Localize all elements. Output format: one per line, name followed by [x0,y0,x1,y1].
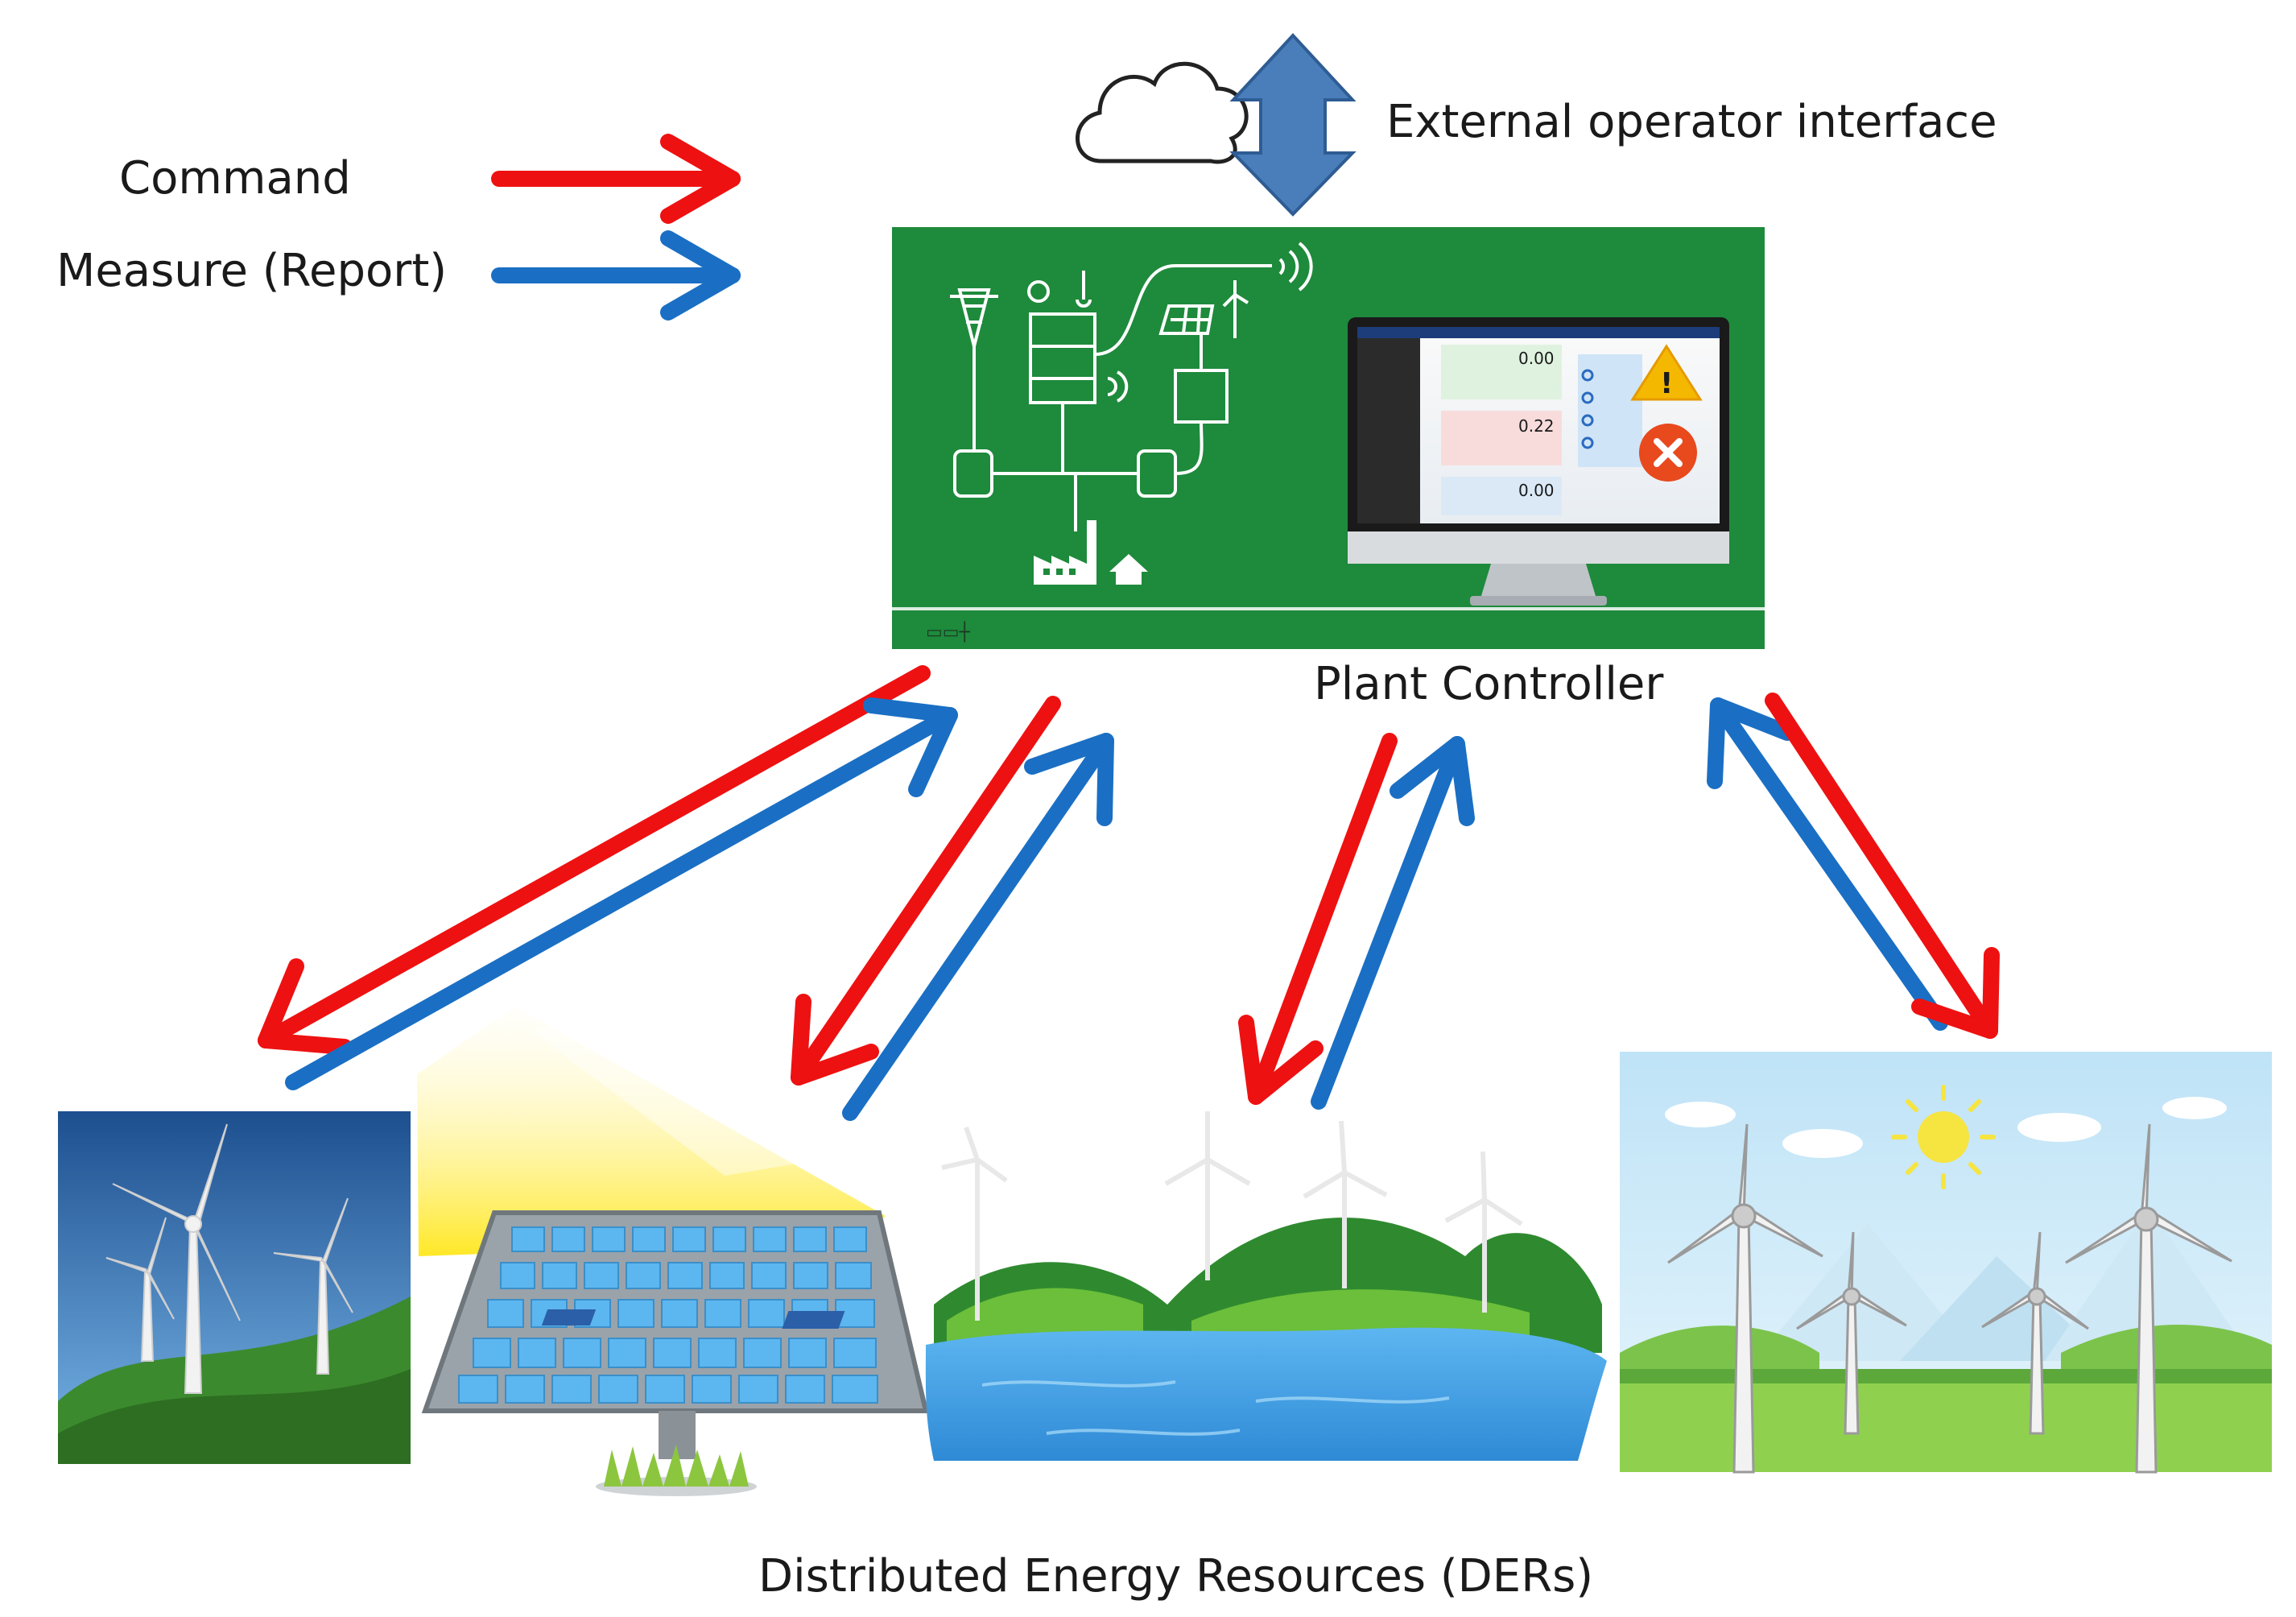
screen-value-1: 0.00 [1518,349,1555,368]
screen-value-3: 0.00 [1518,481,1555,500]
warning-icon [1630,344,1703,401]
grass-icon [604,1445,749,1487]
legend-measure-arrow [491,230,741,321]
der-wind-farm-image [1620,1052,2272,1474]
wind-turbine-icon [1444,1151,1523,1313]
measure-arrow-from-wind-farm [1707,697,1948,1031]
wind-turbine-icon [112,1123,241,1394]
legend-measure-label: Measure (Report) [56,245,447,297]
sun-icon [1918,1111,1969,1163]
measure-arrow-from-solar [842,733,1114,1121]
command-arrow-to-hill-wind [258,665,931,1055]
ders-label: Distributed Energy Resources (DERs) [758,1550,1593,1603]
factory-icon [1034,520,1096,585]
screen-value-2: 0.22 [1518,416,1555,436]
panel-logo: ▭▭┼ [926,621,971,643]
legend: Command Measure (Report) [56,134,741,321]
external-interface: External operator interface [1076,33,1997,217]
grid-schematic [950,242,1313,531]
flow-arrows [258,665,2000,1121]
water-icon [925,1327,1607,1461]
signal-icon [1107,370,1129,403]
wind-turbine-icon [1981,1231,2089,1435]
wifi-icon [1278,242,1313,292]
monitor-icon: 0.00 0.22 0.00 ! [1348,317,1729,606]
der-island-landscape-image [541,1111,1607,1461]
small-solar-wind-icon [1158,280,1249,338]
solar-cells [458,1226,878,1404]
der-solar-panel-image [417,1007,929,1496]
measure-arrow-from-hill-wind [285,697,958,1090]
plant-controller-label: Plant Controller [1314,658,1664,710]
external-interface-label: External operator interface [1386,96,1997,148]
sensor-icon [1027,280,1050,303]
svg-text:!: ! [1660,367,1673,400]
command-arrow-to-island [1238,733,1398,1105]
wind-turbine-icon [273,1197,353,1375]
wind-turbine-icon [941,1127,1008,1321]
wind-turbine-icon [1303,1120,1388,1288]
clouds-icon [1665,1097,2227,1158]
command-arrow-to-wind-farm [1765,693,2000,1039]
wind-turbine-icon [105,1217,175,1362]
house-icon [1109,554,1148,585]
thermometer-icon [1076,271,1092,308]
command-arrow-to-solar [791,696,1061,1086]
wind-turbine-icon [2065,1123,2232,1474]
plant-controller-panel: ▭▭┼ [892,227,1765,649]
wind-turbine-icon [1667,1123,1823,1474]
bidirectional-arrow-icon [1229,33,1357,217]
legend-command-label: Command [119,152,351,205]
measure-arrow-from-island [1311,736,1475,1110]
wind-turbine-icon [1164,1111,1251,1280]
der-wind-hills-image [58,1111,411,1464]
cloud-icon [1076,61,1249,164]
legend-command-arrow [491,134,741,224]
wind-turbine-icon [1796,1231,1907,1435]
transmission-tower-icon [950,288,998,451]
